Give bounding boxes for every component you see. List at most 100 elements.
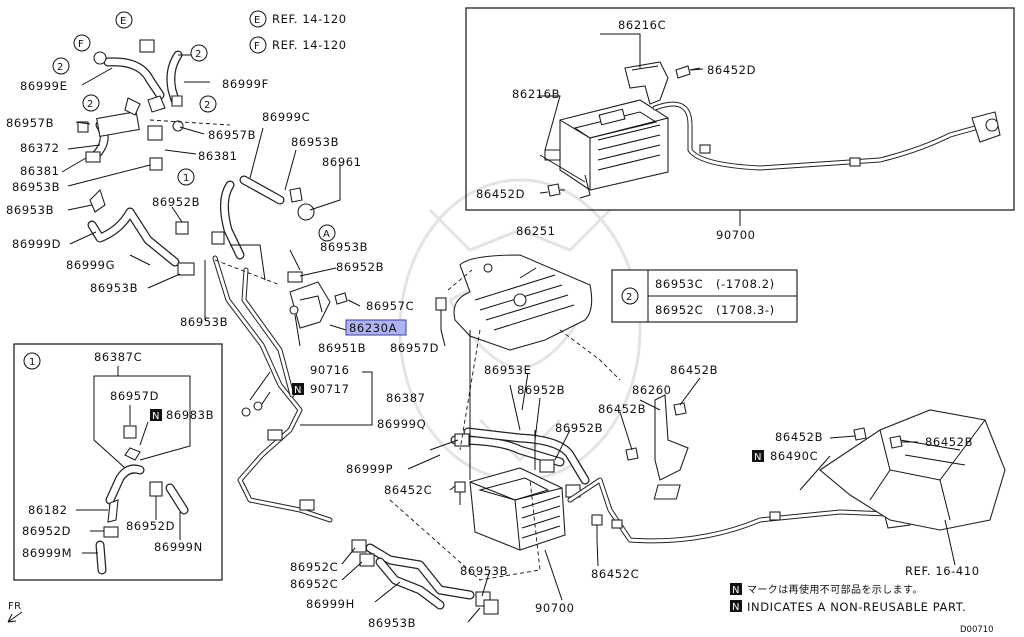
label-86216C: 86216C — [618, 18, 666, 32]
label-86999G: 86999G — [66, 258, 115, 272]
svg-text:2: 2 — [195, 49, 202, 60]
bolt-86452D-upper-icon — [675, 65, 701, 79]
label-90700-lower: 90700 — [535, 601, 575, 615]
label-86957D: 86957D — [390, 341, 439, 355]
label-86999F: 86999F — [222, 77, 269, 91]
bolt-86452D-lower-icon — [547, 183, 565, 197]
label-86490C-plate — [653, 484, 681, 500]
marker-E-letter: E — [254, 15, 261, 26]
label-86452C-2: 86452C — [591, 567, 639, 581]
n-mark-90717-letter: N — [294, 385, 302, 396]
inset-fitting-86182 — [107, 499, 119, 523]
variant-row-2-part: 86952C — [655, 303, 703, 317]
marker-F-ref — [249, 36, 267, 54]
label-86999H: 86999H — [306, 597, 355, 611]
inset-label-86999N: 86999N — [154, 540, 203, 554]
variant-row-1-range: (-1708.2) — [716, 277, 775, 291]
inset-label-86999M: 86999M — [22, 546, 72, 560]
label-86452D-upper: 86452D — [707, 63, 756, 77]
legend-english-note: INDICATES A NON-REUSABLE PART. — [747, 600, 966, 614]
inset-clamp-86952D-right — [149, 481, 163, 497]
inverter-hoses — [450, 427, 590, 498]
svg-text:F: F — [78, 39, 84, 50]
inset-label-86182: 86182 — [28, 503, 68, 517]
label-86452D-lower: 86452D — [476, 187, 525, 201]
label-86372: 86372 — [20, 141, 60, 155]
marker-F-letter: F — [254, 41, 260, 52]
n-mark-86490C-letter: N — [754, 452, 762, 463]
cover-86251 — [453, 254, 593, 351]
label-86953B-1: 86953B — [12, 180, 60, 194]
label-86999C: 86999C — [262, 110, 310, 124]
svg-text:A: A — [323, 229, 330, 240]
upper-assembly-frame — [465, 7, 1015, 211]
svg-text:2: 2 — [204, 100, 211, 111]
inset-marker-1: 1 — [29, 357, 36, 368]
bolt-86452B-icons — [625, 402, 903, 461]
diagram-code: D00710 — [960, 625, 994, 635]
inset-clamp-86952D-left — [103, 526, 119, 538]
top-left-hoses — [77, 39, 184, 213]
label-86230A[interactable]: 86230A — [349, 321, 397, 335]
label-86957B-left: 86957B — [6, 116, 54, 130]
label-86961: 86961 — [322, 155, 362, 169]
label-86953B-6: 86953B — [320, 240, 368, 254]
upper-bracket — [624, 61, 669, 105]
label-90700-upper: 90700 — [716, 228, 756, 242]
label-86953B-2: 86953B — [6, 203, 54, 217]
svg-text:E: E — [120, 16, 127, 27]
label-86999Q: 86999Q — [377, 417, 426, 431]
variant-table-marker: 2 — [626, 292, 633, 303]
left-coolant-hoses — [87, 175, 315, 276]
front-direction-indicator: FR — [7, 601, 23, 623]
inset-label-86952D-2: 86952D — [126, 519, 175, 533]
label-90716: 90716 — [310, 363, 350, 377]
inset-label-86957D: 86957D — [110, 389, 159, 403]
svg-text:2: 2 — [87, 99, 94, 110]
label-86953B-3: 86953B — [291, 135, 339, 149]
label-86260: 86260 — [632, 383, 672, 397]
n-mark-86983B — [150, 409, 162, 421]
label-86251: 86251 — [516, 224, 556, 238]
highlight-86230A[interactable] — [345, 319, 407, 336]
variant-row-2-range: (1708.3-) — [716, 303, 775, 317]
label-86999P: 86999P — [346, 462, 393, 476]
label-86953B-5: 86953B — [180, 315, 228, 329]
label-90717: 90717 — [310, 382, 350, 396]
variant-table: 2 86953C (-1708.2) 86952C (1708.3-) — [611, 269, 798, 323]
label-86952B-4: 86952B — [555, 421, 603, 435]
label-86953B-4: 86953B — [90, 281, 138, 295]
label-86952C-1: 86952C — [290, 560, 338, 574]
label-86381-right: 86381 — [198, 149, 238, 163]
label-86953E: 86953E — [484, 363, 531, 377]
front-arrow-icon — [7, 611, 23, 623]
inset-washer-icon — [124, 447, 141, 461]
label-86381-left: 86381 — [20, 164, 60, 178]
legend-n-mark-1: N — [732, 585, 740, 596]
label-86452B-4: 86452B — [925, 435, 973, 449]
inset-label-86983B: 86983B — [166, 408, 214, 422]
label-ref-14-120-F: REF. 14-120 — [272, 38, 347, 52]
label-86452B-3: 86452B — [775, 430, 823, 444]
label-86452B-1: 86452B — [670, 363, 718, 377]
svg-text:1: 1 — [183, 173, 190, 184]
lower-inverter-unit — [469, 467, 566, 551]
front-label: FR — [8, 601, 22, 612]
label-86953B-7: 86953B — [460, 564, 508, 578]
bracket-86260 — [654, 394, 689, 481]
label-86953B-8: 86953B — [368, 616, 416, 630]
marker-E-ref — [249, 10, 267, 28]
label-86952B-1: 86952B — [152, 195, 200, 209]
label-ref-14-120-E: REF. 14-120 — [272, 12, 347, 26]
circle-markers: F E 2 2 2 2 1 A — [52, 11, 336, 242]
inset-box-detail-1: 1 86387C 86957D N 86983B 86182 86952D 86… — [13, 343, 223, 581]
label-86452B-2: 86452B — [598, 402, 646, 416]
label-86216B: 86216B — [512, 87, 560, 101]
variant-row-1-part: 86953C — [655, 277, 703, 291]
legend: N マークは再使用不可部品を示します。 N INDICATES A NON-RE… — [730, 583, 966, 614]
n-mark-90717 — [292, 383, 304, 395]
inset-bolt-icon — [123, 425, 137, 439]
n-mark-86983B-letter: N — [152, 411, 160, 422]
leader-lines — [61, 54, 956, 623]
label-ref-16-410: REF. 16-410 — [905, 564, 980, 578]
